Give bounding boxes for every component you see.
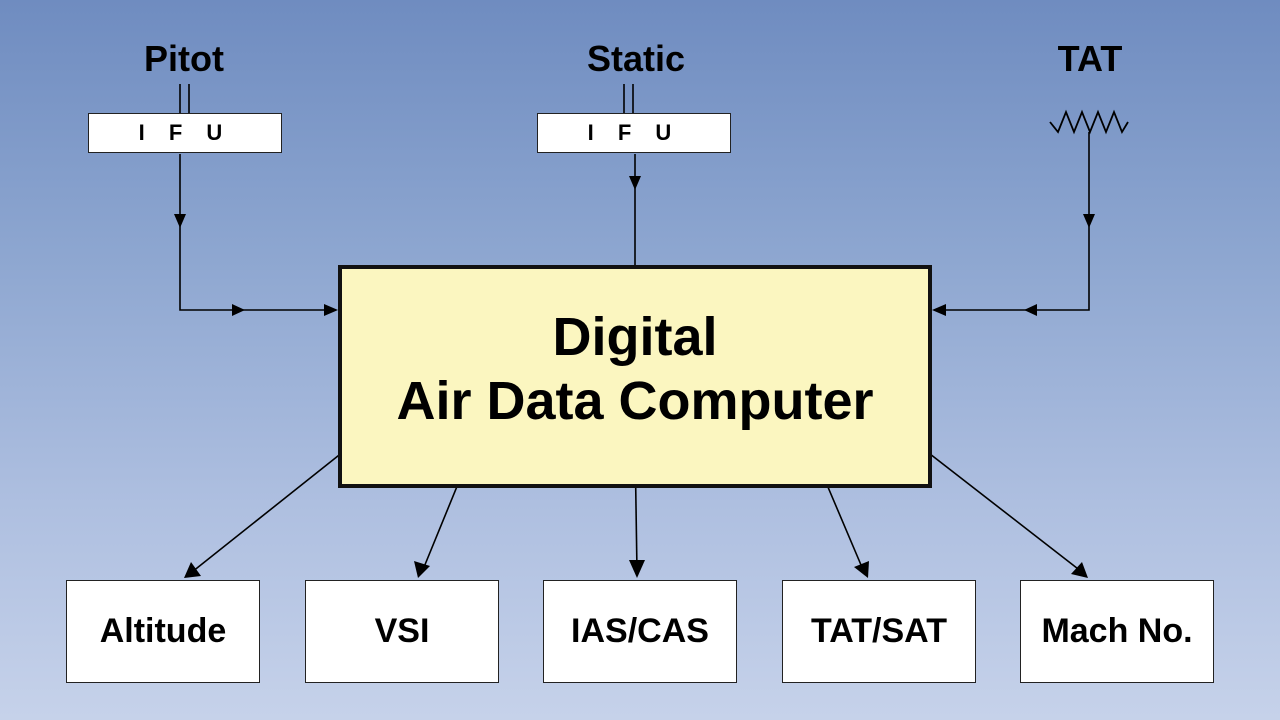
arrowhead-icon (1071, 562, 1088, 578)
pitot-ifu-box: I F U (88, 113, 282, 153)
arrowhead-icon (184, 562, 201, 578)
pitot-ifu-label: I F U (138, 120, 232, 145)
output-label-mach: Mach No. (1041, 612, 1193, 650)
output-box-mach: Mach No. (1020, 580, 1214, 683)
tat-signal-line (934, 132, 1090, 311)
pitot-label: Pitot (144, 38, 224, 79)
arrowhead-icon (174, 214, 186, 228)
output-label-tat-sat: TAT/SAT (811, 612, 947, 650)
computer-title-line1: Digital (552, 307, 718, 367)
static-ifu-box: I F U (537, 113, 731, 153)
arrowhead-icon (1083, 214, 1095, 228)
pitot-signal-line (179, 154, 336, 311)
output-box-tat-sat: TAT/SAT (782, 580, 976, 683)
static-label: Static (586, 38, 686, 79)
output-label-altitude: Altitude (99, 612, 227, 650)
arrowhead-icon (1024, 304, 1037, 316)
static-ifu-label: I F U (587, 120, 681, 145)
output-box-ias-cas: IAS/CAS (543, 580, 737, 683)
arrowhead-icon (932, 304, 946, 316)
output-box-altitude: Altitude (66, 580, 260, 683)
arrowhead-icon (414, 561, 430, 578)
output-label-ias-cas: IAS/CAS (571, 612, 709, 650)
output-label-vsi: VSI (374, 612, 430, 650)
computer-title-line2: Air Data Computer (396, 371, 874, 431)
arrowhead-icon (629, 560, 645, 578)
arrowhead-icon (629, 176, 641, 190)
air-data-computer-box: Digital Air Data Computer (338, 265, 932, 488)
altitude-output-line (191, 439, 359, 573)
mach-output-line (911, 439, 1083, 573)
arrowhead-icon (324, 304, 338, 316)
output-box-vsi: VSI (305, 580, 499, 683)
arrowhead-icon (854, 561, 869, 578)
resistor-zigzag-icon (1049, 109, 1129, 135)
tat-label: TAT (1057, 38, 1123, 79)
arrowhead-icon (232, 304, 245, 316)
